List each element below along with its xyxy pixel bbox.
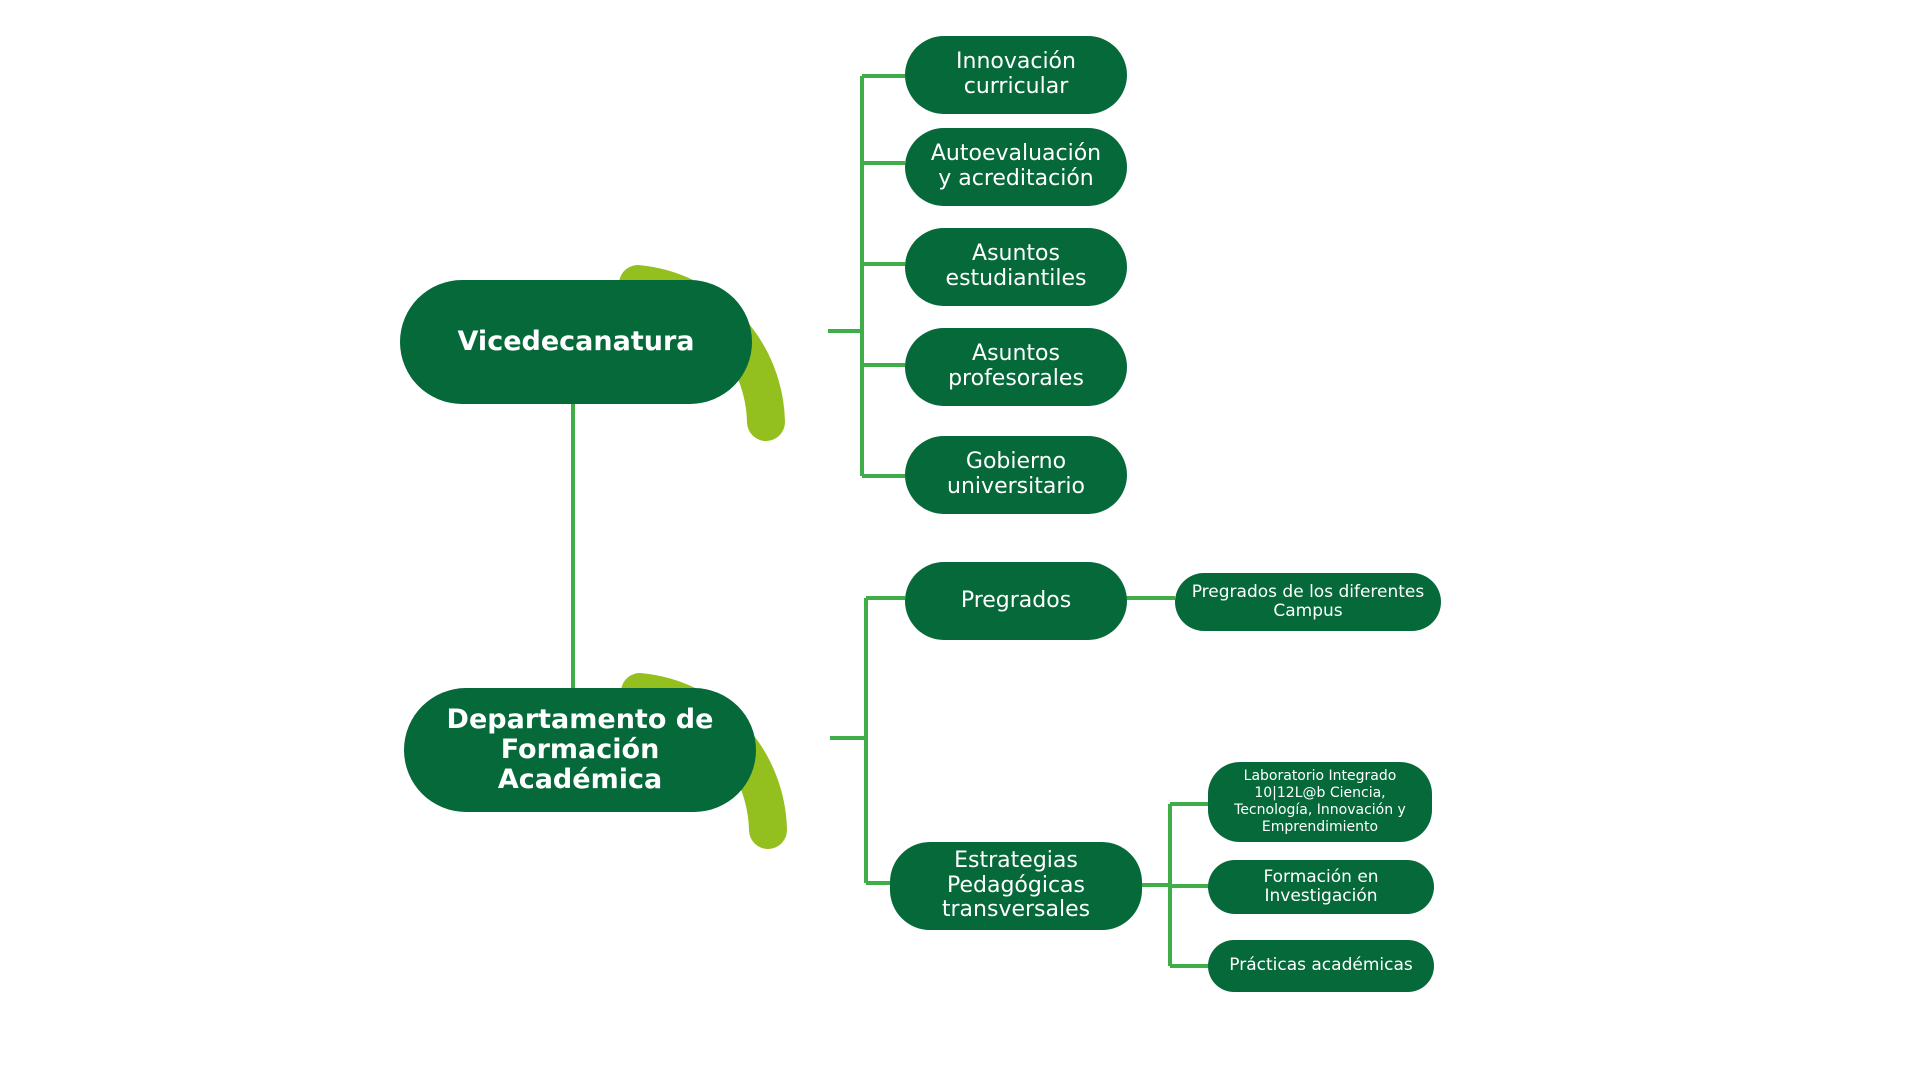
component-label: Asuntos profesorales — [948, 341, 1084, 391]
pregrados-campus-node: Pregrados de los diferentes Campus — [1175, 573, 1441, 631]
connectors — [571, 74, 1208, 968]
practicas-academicas-node: Prácticas académicas — [1208, 940, 1434, 992]
leaf-label: Formación en Investigación — [1263, 866, 1379, 906]
laboratorio-integrado-node: Laboratorio Integrado 10|12L@b Ciencia, … — [1208, 762, 1432, 842]
component-asuntos-estudiantiles: Asuntos estudiantiles — [905, 228, 1127, 306]
vicedecanatura-node: Vicedecanatura — [400, 280, 752, 404]
component-label: Innovación curricular — [956, 49, 1076, 99]
component-label: Autoevaluación y acreditación — [930, 141, 1102, 191]
departamento-label: Departamento de Formación Académica — [446, 703, 714, 796]
component-label: Estrategias Pedagógicas transversales — [941, 848, 1091, 923]
formacion-investigacion-node: Formación en Investigación — [1208, 860, 1434, 914]
leaf-label: Laboratorio Integrado 10|12L@b Ciencia, … — [1234, 768, 1406, 835]
vicedecanatura-label: Vicedecanatura — [457, 325, 695, 357]
component-estrategias-pedagogicas: Estrategias Pedagógicas transversales — [890, 842, 1142, 930]
departamento-node: Departamento de Formación Académica — [404, 688, 756, 812]
component-label: Asuntos estudiantiles — [945, 241, 1087, 291]
component-pregrados: Pregrados — [905, 562, 1127, 640]
component-label: Pregrados — [960, 587, 1072, 613]
leaf-label: Pregrados de los diferentes Campus — [1191, 581, 1425, 621]
component-autoevaluacion: Autoevaluación y acreditación — [905, 128, 1127, 206]
component-gobierno-universitario: Gobierno universitario — [905, 436, 1127, 514]
component-asuntos-profesorales: Asuntos profesorales — [905, 328, 1127, 406]
component-label: Gobierno universitario — [947, 449, 1085, 499]
component-innovacion-curricular: Innovación curricular — [905, 36, 1127, 114]
leaf-label: Prácticas académicas — [1229, 955, 1413, 976]
